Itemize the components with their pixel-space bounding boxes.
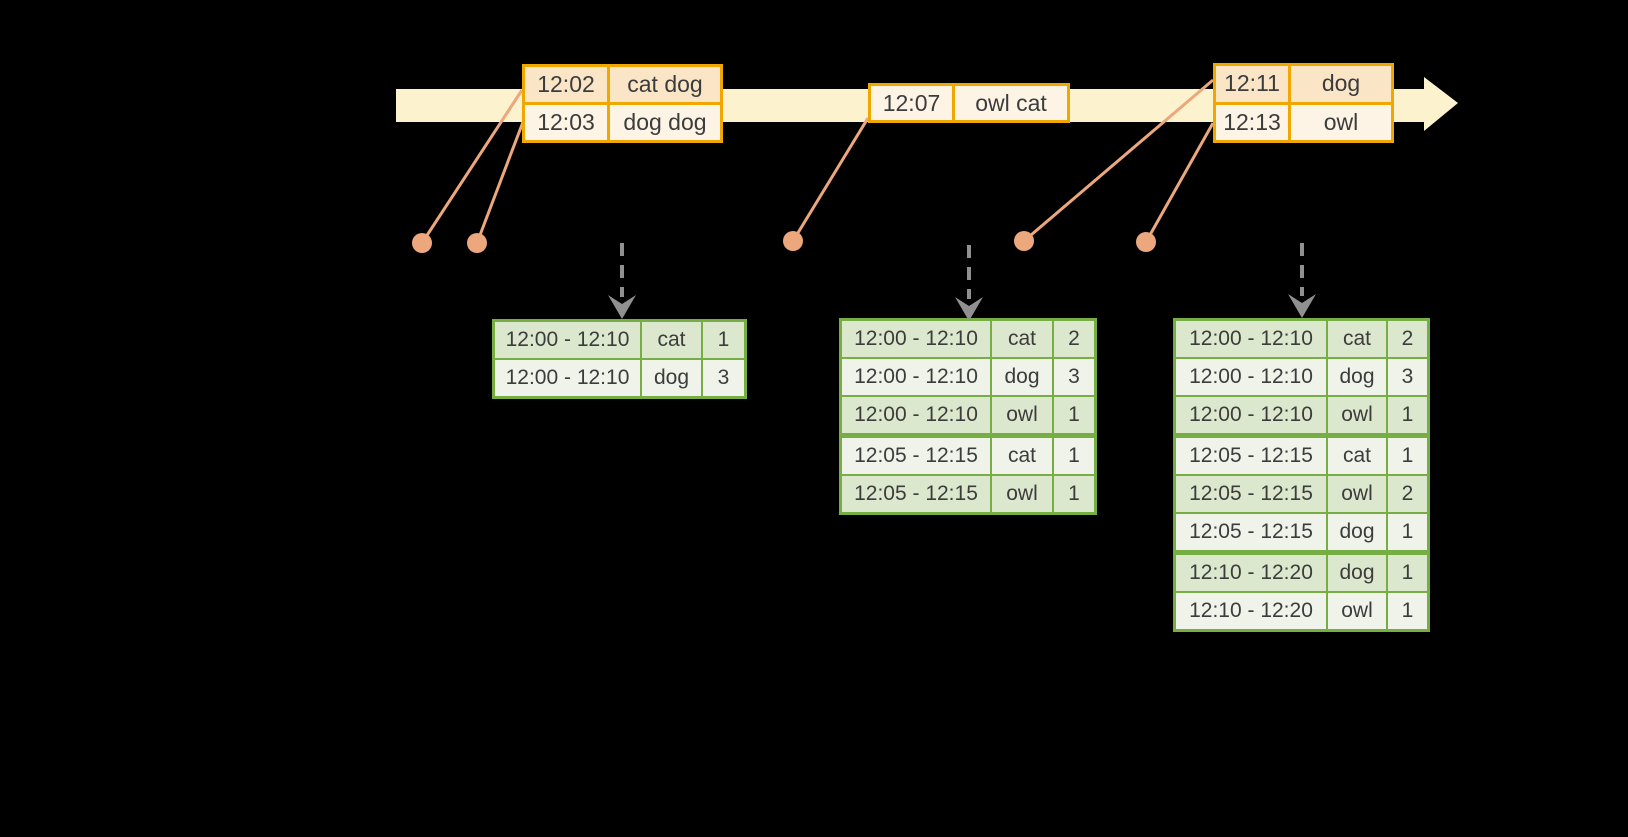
table-row: 12:00 - 12:10 owl 1 xyxy=(842,397,1094,433)
word-cell: dog xyxy=(1328,359,1386,395)
window-cell: 12:00 - 12:10 xyxy=(1176,321,1326,357)
event-row: 12:11 dog xyxy=(1216,66,1391,102)
event-time-dot xyxy=(1136,232,1156,252)
event-time-dot xyxy=(783,231,803,251)
word-cell: cat xyxy=(1328,438,1386,474)
word-cell: cat xyxy=(642,322,701,358)
event-connector-line xyxy=(791,117,870,242)
timeline-arrowhead-icon xyxy=(1424,77,1458,131)
count-cell: 3 xyxy=(1388,359,1427,395)
count-cell: 1 xyxy=(1388,514,1427,550)
word-cell: cat xyxy=(1328,321,1386,357)
event-words-cell: owl cat xyxy=(975,89,1047,116)
event-box-2: 12:07 owl cat xyxy=(868,83,1070,123)
count-cell: 2 xyxy=(1388,476,1427,512)
event-words-cell: cat dog xyxy=(627,71,703,97)
window-cell: 12:10 - 12:20 xyxy=(1176,555,1326,591)
word-cell: dog xyxy=(1328,555,1386,591)
word-cell: dog xyxy=(992,359,1052,395)
word-cell: owl xyxy=(992,397,1052,433)
event-row: 12:07 owl cat xyxy=(871,86,1067,120)
event-connector-line xyxy=(475,121,525,244)
window-cell: 12:05 - 12:15 xyxy=(842,476,990,512)
window-cell: 12:00 - 12:10 xyxy=(495,360,640,396)
event-connector-line xyxy=(420,89,524,244)
window-cell: 12:05 - 12:15 xyxy=(1176,438,1326,474)
event-box-3: 12:11 dog 12:13 owl xyxy=(1213,63,1394,143)
table-row: 12:00 - 12:10 dog 3 xyxy=(495,360,744,396)
table-row: 12:10 - 12:20 owl 1 xyxy=(1176,593,1427,629)
word-cell: dog xyxy=(1328,514,1386,550)
count-cell: 1 xyxy=(1054,397,1094,433)
count-cell: 2 xyxy=(1388,321,1427,357)
window-cell: 12:00 - 12:10 xyxy=(1176,359,1326,395)
event-row: 12:02 cat dog xyxy=(525,67,720,102)
word-cell: owl xyxy=(1328,593,1386,629)
table-row: 12:05 - 12:15 owl 1 xyxy=(842,476,1094,512)
word-cell: cat xyxy=(992,438,1052,474)
result-table-3: 12:00 - 12:10 cat 2 12:00 - 12:10 dog 3 … xyxy=(1173,318,1430,632)
event-time-cell: 12:07 xyxy=(871,86,955,120)
table-row: 12:05 - 12:15 cat 1 xyxy=(1176,438,1427,474)
table-row: 12:05 - 12:15 cat 1 xyxy=(842,438,1094,474)
count-cell: 3 xyxy=(703,360,744,396)
window-cell: 12:00 - 12:10 xyxy=(495,322,640,358)
count-cell: 1 xyxy=(1388,555,1427,591)
table-row: 12:10 - 12:20 dog 1 xyxy=(1176,555,1427,591)
count-cell: 1 xyxy=(703,322,744,358)
event-time-cell: 12:11 xyxy=(1216,66,1291,102)
window-cell: 12:00 - 12:10 xyxy=(842,397,990,433)
event-time-dot xyxy=(467,233,487,253)
event-time-dot xyxy=(1014,231,1034,251)
table-row: 12:00 - 12:10 cat 2 xyxy=(842,321,1094,357)
result-table-1: 12:00 - 12:10 cat 1 12:00 - 12:10 dog 3 xyxy=(492,319,747,399)
down-arrow-icon xyxy=(1288,294,1316,318)
event-time-cell: 12:02 xyxy=(525,67,610,102)
window-cell: 12:00 - 12:10 xyxy=(842,359,990,395)
event-box-1: 12:02 cat dog 12:03 dog dog xyxy=(522,64,723,143)
table-row: 12:00 - 12:10 cat 2 xyxy=(1176,321,1427,357)
event-connector-line xyxy=(1144,122,1215,243)
count-cell: 1 xyxy=(1054,476,1094,512)
count-cell: 1 xyxy=(1388,593,1427,629)
event-row: 12:13 owl xyxy=(1216,101,1391,140)
table-row: 12:05 - 12:15 dog 1 xyxy=(1176,514,1427,550)
word-cell: owl xyxy=(992,476,1052,512)
event-words-cell: dog dog xyxy=(623,109,707,135)
count-cell: 1 xyxy=(1054,438,1094,474)
event-row: 12:03 dog dog xyxy=(525,102,720,140)
table-row: 12:00 - 12:10 owl 1 xyxy=(1176,397,1427,433)
event-time-cell: 12:13 xyxy=(1216,104,1291,140)
event-time-cell: 12:03 xyxy=(525,105,610,140)
word-cell: dog xyxy=(642,360,701,396)
count-cell: 1 xyxy=(1388,438,1427,474)
event-words-cell: dog xyxy=(1321,70,1361,97)
window-cell: 12:00 - 12:10 xyxy=(842,321,990,357)
window-cell: 12:10 - 12:20 xyxy=(1176,593,1326,629)
word-cell: owl xyxy=(1328,397,1386,433)
window-cell: 12:05 - 12:15 xyxy=(1176,514,1326,550)
down-arrow-icon xyxy=(608,295,636,319)
count-cell: 2 xyxy=(1054,321,1094,357)
table-row: 12:05 - 12:15 owl 2 xyxy=(1176,476,1427,512)
table-row: 12:00 - 12:10 cat 1 xyxy=(495,322,744,358)
word-cell: cat xyxy=(992,321,1052,357)
event-time-dot xyxy=(412,233,432,253)
window-cell: 12:05 - 12:15 xyxy=(1176,476,1326,512)
table-row: 12:00 - 12:10 dog 3 xyxy=(1176,359,1427,395)
table-row: 12:00 - 12:10 dog 3 xyxy=(842,359,1094,395)
word-cell: owl xyxy=(1328,476,1386,512)
count-cell: 3 xyxy=(1054,359,1094,395)
window-cell: 12:00 - 12:10 xyxy=(1176,397,1326,433)
result-table-2: 12:00 - 12:10 cat 2 12:00 - 12:10 dog 3 … xyxy=(839,318,1097,515)
event-words-cell: owl xyxy=(1323,108,1359,135)
window-cell: 12:05 - 12:15 xyxy=(842,438,990,474)
count-cell: 1 xyxy=(1388,397,1427,433)
